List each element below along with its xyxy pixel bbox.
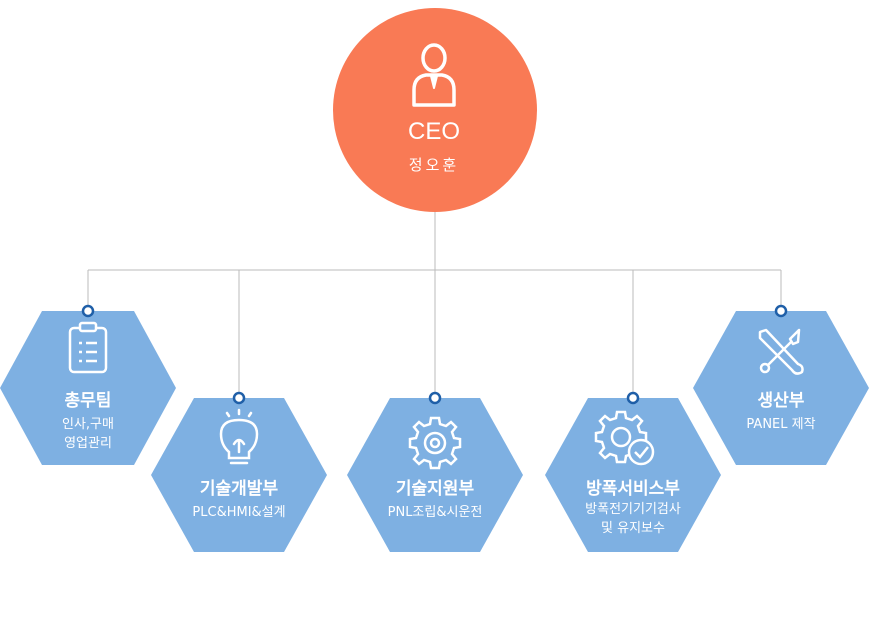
- dept-name-production: 생산부: [757, 391, 805, 411]
- dept-node-tech-development: [151, 398, 327, 552]
- connector-dots: [81, 304, 788, 405]
- dept-node-production: [693, 311, 869, 465]
- dept-node-explosion-proof-service: [545, 398, 721, 552]
- dept-name-explosion-proof-service: 방폭서비스부: [586, 479, 680, 499]
- lightbulb-icon: [219, 408, 259, 465]
- dept-name-tech-support: 기술지원부: [395, 479, 475, 499]
- dept-node-tech-support: [347, 398, 523, 552]
- dept-node-general-affairs: [0, 311, 176, 465]
- connector-lines: [87, 210, 782, 398]
- dept-desc-general-affairs: 인사,구매 영업관리: [62, 417, 114, 451]
- tools-icon: [758, 328, 804, 375]
- gear-icon: [408, 416, 462, 470]
- dept-desc-production: PANEL 제작: [746, 417, 816, 432]
- ceo-node: [333, 8, 537, 212]
- dept-desc-tech-development: PLC&HMI&설계: [192, 505, 286, 520]
- clipboard-icon: [68, 321, 108, 374]
- dept-desc-explosion-proof-service: 방폭전기기기검사 및 유지보수: [585, 502, 681, 536]
- ceo-title: CEO: [407, 118, 460, 145]
- person-icon: [412, 43, 456, 107]
- dept-desc-tech-support: PNL조립&시운전: [387, 505, 483, 520]
- dept-name-tech-development: 기술개발부: [199, 479, 279, 499]
- ceo-name: 정오훈: [408, 156, 460, 174]
- dept-name-general-affairs: 총무팀: [64, 391, 112, 411]
- gear-check-icon: [594, 410, 655, 466]
